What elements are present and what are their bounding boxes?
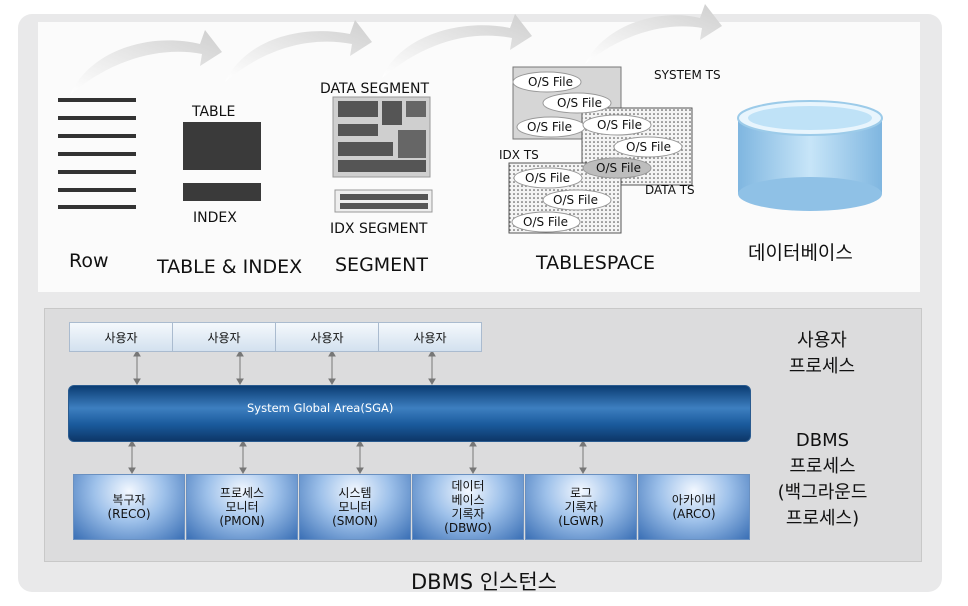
database-label: 데이터베이스 xyxy=(748,242,853,264)
tablespace-files xyxy=(508,66,693,234)
table-grid xyxy=(183,122,261,201)
connector-arrows xyxy=(128,350,587,474)
user-process-side-label: 사용자 프로세스 xyxy=(788,330,856,377)
os-file-label: O/S File xyxy=(527,120,572,134)
os-file-label: O/S File xyxy=(523,215,568,229)
row-label: Row xyxy=(69,250,109,272)
os-file-label: O/S File xyxy=(528,75,573,89)
os-file-label: O/S File xyxy=(525,171,570,185)
idx-segment-label: IDX SEGMENT xyxy=(330,221,428,237)
os-file-label: O/S File xyxy=(596,161,641,175)
segment-label: SEGMENT xyxy=(335,254,429,276)
process-dbwo: 데이터 베이스 기록자 (DBWO) xyxy=(412,474,524,540)
user-process-box: 사용자 xyxy=(378,322,482,352)
process-arco: 아카이버 (ARCO) xyxy=(638,474,750,540)
sga-label: System Global Area(SGA) xyxy=(247,401,394,415)
system-ts-label: SYSTEM TS xyxy=(654,68,721,82)
footer-title: DBMS 인스턴스 xyxy=(411,570,557,594)
sga-bar: System Global Area(SGA) xyxy=(68,385,751,442)
tablespace-label: TABLESPACE xyxy=(536,252,655,274)
os-file-label: O/S File xyxy=(626,140,671,154)
database-cylinder-icon xyxy=(737,100,883,211)
row-lines xyxy=(58,98,136,209)
index-small-label: INDEX xyxy=(193,210,237,226)
idx-ts-label: IDX TS xyxy=(499,148,539,162)
table-small-label: TABLE xyxy=(192,104,236,120)
process-pmon: 프로세스 모니터 (PMON) xyxy=(186,474,298,540)
data-segment-block xyxy=(332,96,433,213)
data-ts-label: DATA TS xyxy=(645,183,695,197)
dbms-process-side-label: DBMS 프로세스 (백그라운드 프로세스) xyxy=(777,430,868,529)
user-process-box: 사용자 xyxy=(172,322,276,352)
process-lgwr: 로그 기록자 (LGWR) xyxy=(525,474,637,540)
curved-arrows xyxy=(70,4,722,95)
table-index-label: TABLE & INDEX xyxy=(157,256,303,278)
process-smon: 시스템 모니터 (SMON) xyxy=(299,474,411,540)
process-reco: 복구자 (RECO) xyxy=(73,474,185,540)
os-file-label: O/S File xyxy=(553,193,598,207)
user-process-box: 사용자 xyxy=(69,322,173,352)
user-process-box: 사용자 xyxy=(275,322,379,352)
data-segment-label: DATA SEGMENT xyxy=(320,81,430,97)
os-file-label: O/S File xyxy=(557,96,602,110)
os-file-label: O/S File xyxy=(597,118,642,132)
